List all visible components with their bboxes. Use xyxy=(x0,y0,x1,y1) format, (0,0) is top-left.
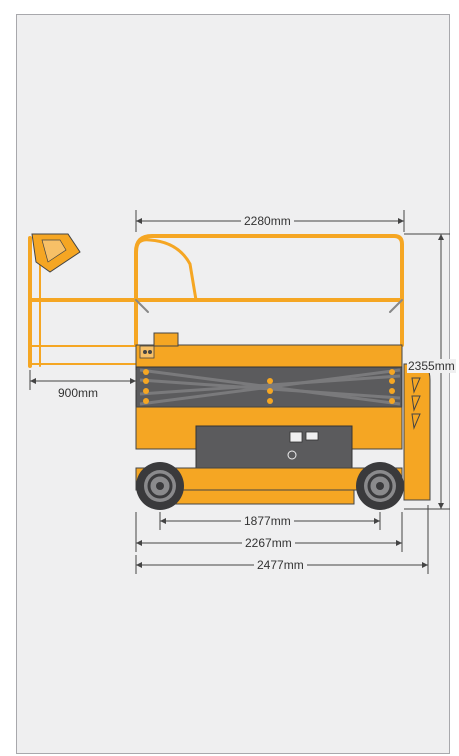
base-plate xyxy=(167,489,355,505)
control-box xyxy=(153,332,179,347)
dimension-platform-length: 2280mm xyxy=(241,214,294,228)
dimension-extension: 900mm xyxy=(55,386,102,400)
battery-compartment xyxy=(195,425,353,469)
dimension-wheelbase: 1877mm xyxy=(241,514,294,528)
scissor-stack xyxy=(135,366,403,408)
dimension-total-length: 2477mm xyxy=(254,558,307,572)
dimension-height: 2355mm xyxy=(407,359,456,373)
front-wheel xyxy=(136,462,184,510)
rear-wheel xyxy=(356,462,404,510)
platform-deck xyxy=(135,344,403,368)
dimension-overall-length: 2267mm xyxy=(242,536,295,550)
guardrail xyxy=(28,234,404,368)
dimension-arrows xyxy=(30,218,444,568)
